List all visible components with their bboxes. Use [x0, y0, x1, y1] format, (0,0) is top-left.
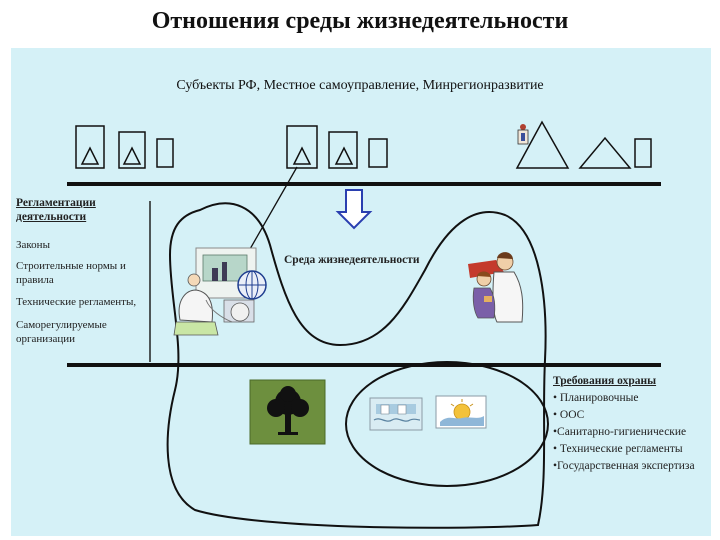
- requirement-item: •Санитарно-гигиенические: [553, 426, 687, 438]
- regulation-heading: Регламентации деятельности: [16, 197, 96, 223]
- person-icon: [517, 124, 529, 145]
- tree-icon: [249, 379, 326, 445]
- rect-symbol: [118, 131, 146, 169]
- symbol-group-left: [75, 125, 174, 169]
- regulation-item: Саморегулируемые организации: [16, 319, 107, 345]
- triangle-symbol: [334, 146, 354, 165]
- requirement-item: •Государственная экспертиза: [553, 460, 695, 472]
- doctor-child-picture: [468, 252, 524, 323]
- environment-boundary-curve: [166, 202, 547, 529]
- rect-symbol: [75, 125, 105, 169]
- symbol-group-right: [515, 120, 652, 169]
- sun-weather-picture: [435, 395, 487, 429]
- protection-requirements: Требования охраны • Планировочные • ООС …: [553, 373, 703, 475]
- content-panel: [11, 48, 711, 536]
- inner-ellipse: [345, 361, 549, 487]
- down-arrow-icon: [335, 189, 373, 230]
- regulation-item: Строительные нормы и правила: [16, 260, 126, 286]
- office-workers-picture: [173, 247, 267, 336]
- triangle-symbol: [122, 146, 142, 165]
- rect-symbol: [634, 138, 652, 168]
- triangle-symbol: [80, 146, 100, 165]
- rect-symbol: [368, 138, 388, 168]
- link-arrow: [245, 166, 298, 257]
- requirement-item: • ООС: [553, 409, 585, 421]
- slide-title: Отношения среды жизнедеятельности: [151, 8, 569, 34]
- regulation-item: Законы: [16, 239, 50, 251]
- triangle-symbol: [292, 146, 312, 165]
- triangle-symbol: [515, 120, 570, 169]
- rect-symbol: [328, 131, 358, 169]
- subjects-caption: Субъекты РФ, Местное самоуправление, Мин…: [176, 78, 544, 93]
- symbol-group-middle: [286, 125, 388, 169]
- water-landscape-picture: [369, 397, 423, 431]
- rect-symbol: [286, 125, 318, 169]
- requirement-item: • Планировочные: [553, 392, 639, 404]
- triangle-symbol: [578, 136, 632, 169]
- requirement-item: • Технические регламенты: [553, 443, 683, 455]
- environment-label: Среда жизнедеятельности: [284, 254, 420, 266]
- requirements-heading: Требования охраны: [553, 375, 657, 387]
- regulation-item: Технические регламенты,: [16, 296, 137, 308]
- rect-symbol: [156, 138, 174, 168]
